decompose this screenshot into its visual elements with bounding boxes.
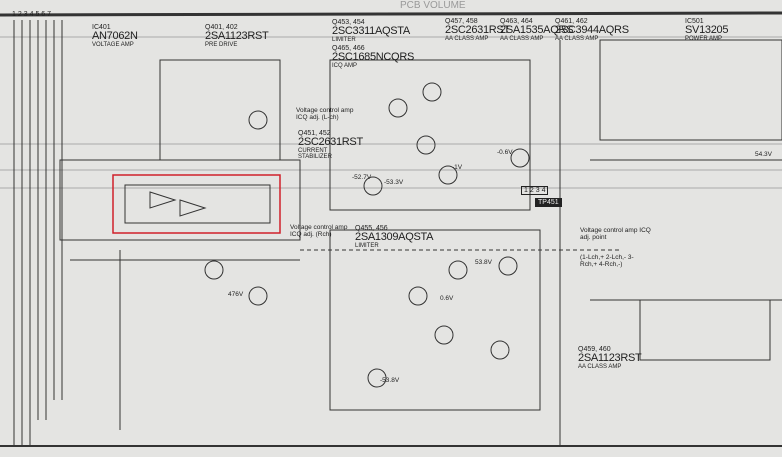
voltage-label: 476V (228, 291, 244, 298)
ic401-highlight-box (112, 174, 281, 234)
voltage-label: -53.3V (384, 179, 404, 186)
tp-pin: 4 (541, 187, 546, 194)
role: AA CLASS AMP (500, 36, 544, 42)
role: AA CLASS AMP (555, 36, 599, 42)
voltage-label: 53.8V (475, 259, 492, 266)
test-point-label: TP451 (535, 198, 562, 207)
role: ICQ AMP (332, 63, 358, 69)
part: 2SC2631RST (445, 24, 510, 36)
ref: Q451, 452 (298, 130, 331, 137)
tp-pin: 3 (535, 187, 540, 194)
ref: Q461, 462 (555, 18, 588, 25)
role: CURRENT STABILIZER (298, 148, 332, 160)
ref: Q453, 454 (332, 19, 365, 26)
ref: Q401, 402 (205, 24, 238, 31)
ref: Q465, 466 (332, 45, 365, 52)
pin: 3 (23, 11, 28, 18)
role: AA CLASS AMP (445, 36, 489, 42)
pin: 6 (41, 11, 46, 18)
part: 2SC1685NCQRS (332, 51, 414, 63)
part: 2SC3944AQRS (555, 24, 629, 36)
note-vc-rch: Voltage control amp ICQ adj. (Rch) (290, 224, 348, 238)
top-rail (0, 11, 782, 17)
pin: 7 (47, 11, 52, 18)
role: LIMITER (332, 37, 356, 43)
part: AN7062N (92, 30, 138, 42)
tp-pin: 1 (524, 187, 528, 194)
role: POWER AMP (685, 36, 723, 42)
pin: 4 (29, 11, 34, 18)
pin: 2 (17, 11, 22, 18)
header-stamp: PCB VOLUME (400, 0, 466, 11)
part: SV13205 (685, 24, 729, 36)
pin: 5 (35, 11, 40, 18)
voltage-label: -1V (452, 164, 463, 171)
role: LIMITER (355, 243, 379, 249)
test-point-pins: 1 2 3 4 (521, 186, 549, 195)
ref: IC401 (92, 24, 111, 31)
ref: Q459, 460 (578, 346, 611, 353)
part: 2SA1535AQRS (500, 24, 574, 36)
role: AA CLASS AMP (578, 364, 622, 370)
voltage-label: -52.7V (352, 174, 372, 181)
part: 2SC3311AQSTA (332, 25, 410, 37)
voltage-label: 0.6V (440, 295, 454, 302)
tp-pin: 2 (529, 187, 534, 194)
part: 2SA1123RST (578, 352, 642, 364)
ref: Q457, 458 (445, 18, 478, 25)
transistor-symbols (204, 82, 530, 388)
note-vc-pins: (1-Lch,+ 2-Lch,- 3-Rch,+ 4-Rch,-) (580, 254, 634, 268)
voltage-label: -53.8V (380, 377, 400, 384)
voltage-label: -0.6V (497, 149, 513, 156)
ref: Q455, 456 (355, 225, 388, 232)
part: 2SA1123RST (205, 30, 269, 42)
note-vc-point: Voltage control amp ICQ adj. point (580, 227, 651, 241)
ref: Q463, 464 (500, 18, 533, 25)
note-vc-lch: Voltage control amp ICQ adj. (L-ch) (296, 107, 354, 121)
role: VOLTAGE AMP (92, 42, 134, 48)
pin: 1 (12, 11, 16, 18)
part: 2SC2631RST (298, 136, 363, 148)
connector-pins: 1 2 3 4 5 6 7 (12, 11, 51, 18)
ref: IC501 (685, 18, 704, 25)
voltage-label: 54.3V (755, 151, 772, 158)
part: 2SA1309AQSTA (355, 231, 434, 243)
role: PRE DRIVE (205, 42, 238, 48)
